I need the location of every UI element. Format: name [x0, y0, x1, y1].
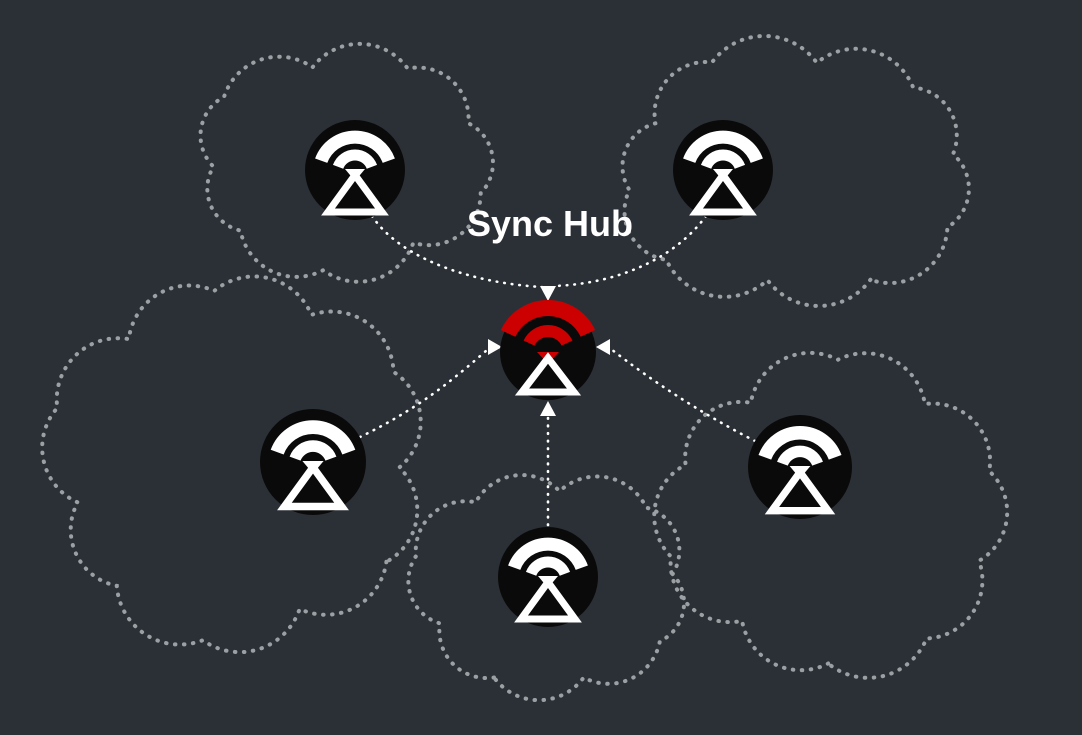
hub-node-icon: [500, 304, 596, 400]
device-node-icon-middle-left: [260, 409, 366, 515]
diagram-title: Sync Hub: [467, 203, 633, 244]
arrowhead-right: [596, 339, 610, 355]
cloud-outline-bottom-center: [406, 473, 687, 703]
sync-arrow-middle-right: [609, 347, 757, 443]
arrowhead-bottom: [540, 401, 556, 416]
device-node-icon-middle-right: [748, 415, 852, 519]
arrowhead-left: [488, 339, 502, 355]
cloud-outline-top-right: [620, 34, 971, 308]
cloud-outline-middle-right: [652, 350, 1010, 680]
sync-arrow-top-right: [552, 214, 708, 288]
arrowhead-top: [540, 286, 556, 301]
device-node-icon-bottom-center: [498, 527, 598, 627]
cloud-outline-top-left: [198, 41, 495, 284]
cloud-outline-middle-left: [40, 274, 423, 655]
device-node-icon-top-left: [305, 120, 405, 220]
device-node-icon-top-right: [673, 120, 773, 220]
sync-arrow-middle-left: [358, 348, 489, 439]
